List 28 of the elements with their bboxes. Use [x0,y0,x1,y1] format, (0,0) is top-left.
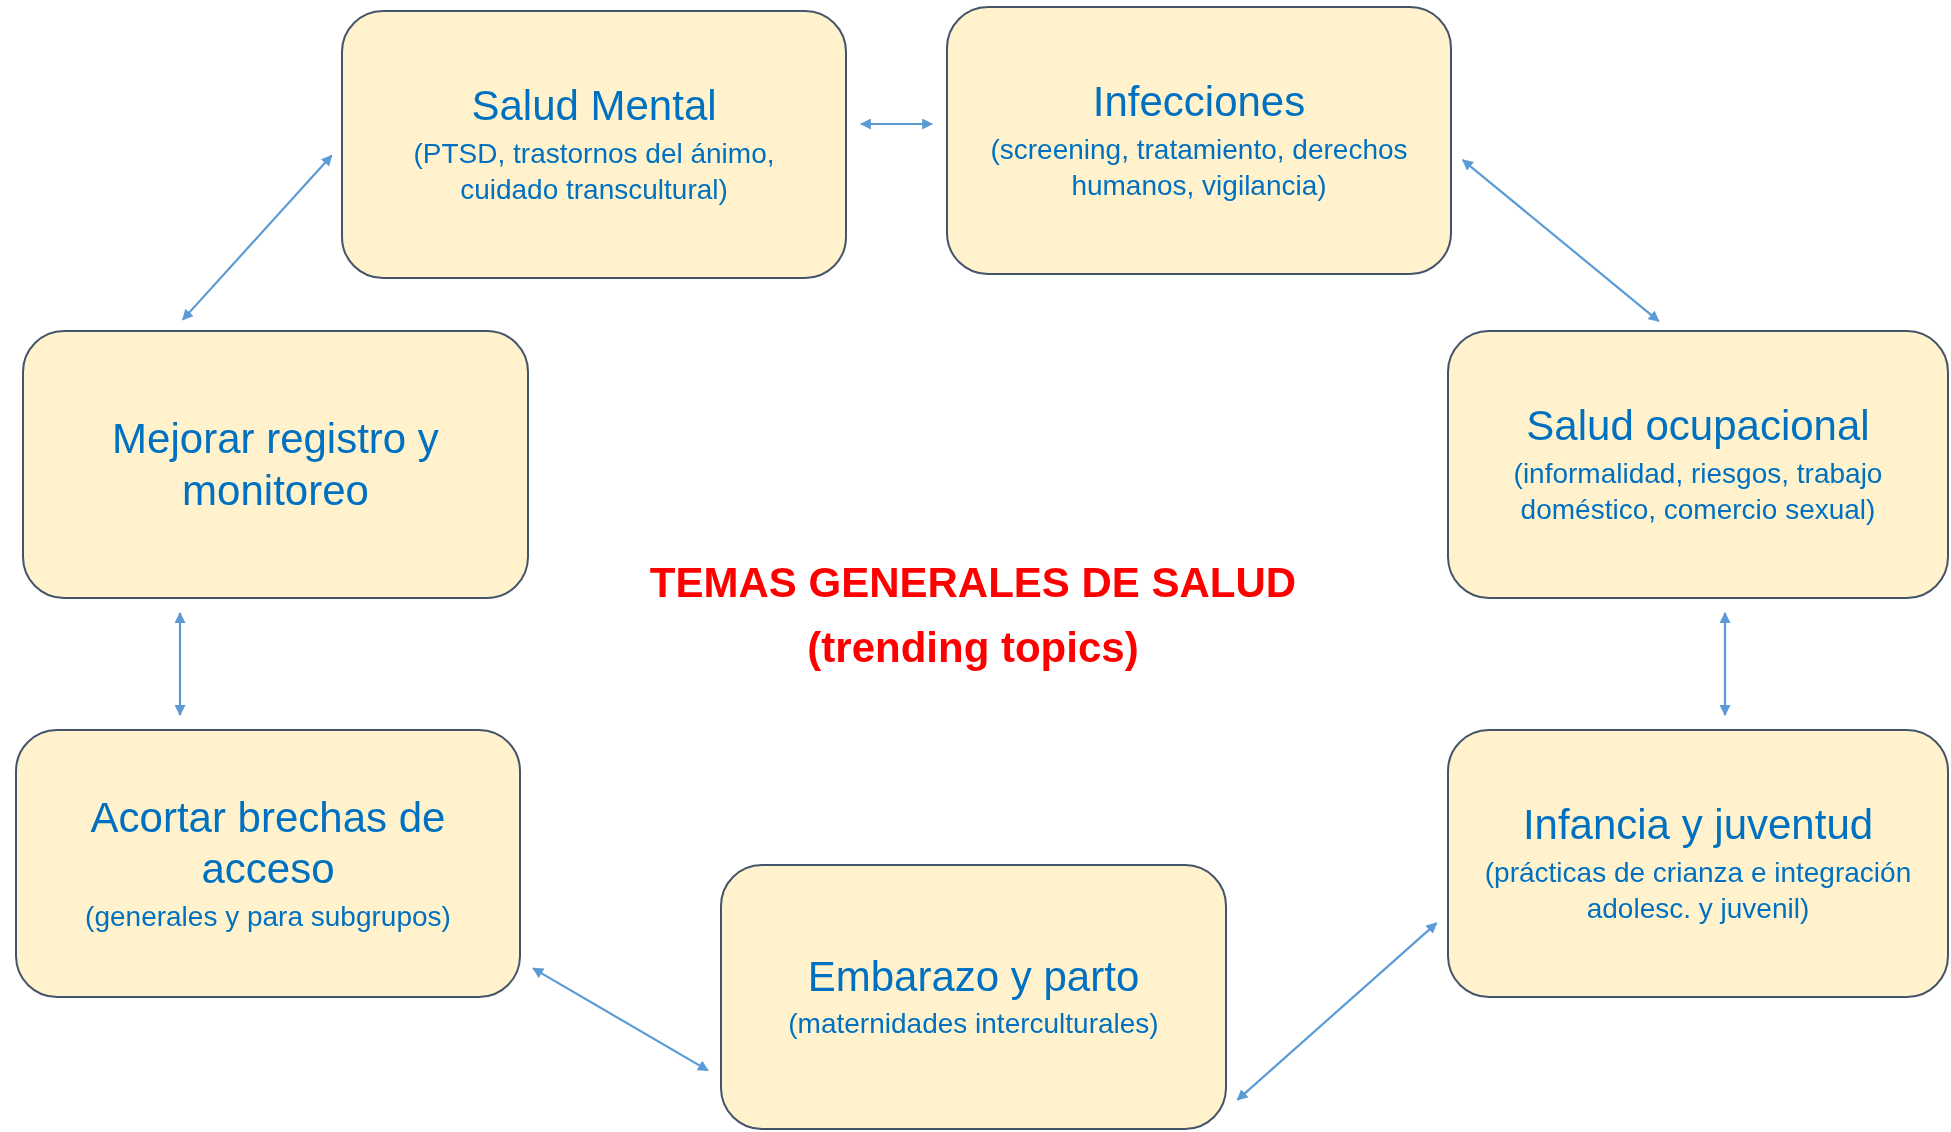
topic-title: Mejorar registro y monitoreo [111,414,440,516]
topic-box [946,6,1452,275]
topic-details: (PTSD, trastornos del ánimo, cuidado transcultural) [412,136,776,208]
topic-title: Salud ocupacional [1526,401,1870,452]
double-arrow [859,118,934,130]
topic-details: (maternidades interculturales) [788,1007,1159,1042]
double-arrow [1719,611,1731,717]
topic-details: (informalidad, riesgos, trabajo doméstico, comercio sexual) [1512,456,1884,528]
topic-title: Infancia y juventud [1522,800,1874,851]
topic-box [15,729,521,998]
double-arrow [532,967,709,1072]
double-arrow [174,611,186,717]
diagram-title: TEMAS GENERALES DE SALUD (trending topics) [648,558,1298,674]
topic-details: (generales y para subgrupos) [85,899,451,934]
topic-title: Salud Mental [471,81,717,132]
topic-box [1447,330,1949,599]
topic-box [22,330,529,599]
double-arrow [182,154,333,321]
double-arrow [1236,922,1438,1101]
topic-box [720,864,1227,1130]
topic-title: Embarazo y parto [807,952,1140,1003]
topic-title: Infecciones [1092,77,1306,128]
topic-box [1447,729,1949,998]
topic-details: (screening, tratamiento, derechos humanos, vigilancia) [989,132,1409,204]
topic-box [341,10,847,279]
topic-details: (prácticas de crianza e integración adolesc. y juvenil) [1483,855,1913,927]
double-arrow [1461,159,1660,322]
topic-title: Acortar brechas de acceso [89,793,447,895]
